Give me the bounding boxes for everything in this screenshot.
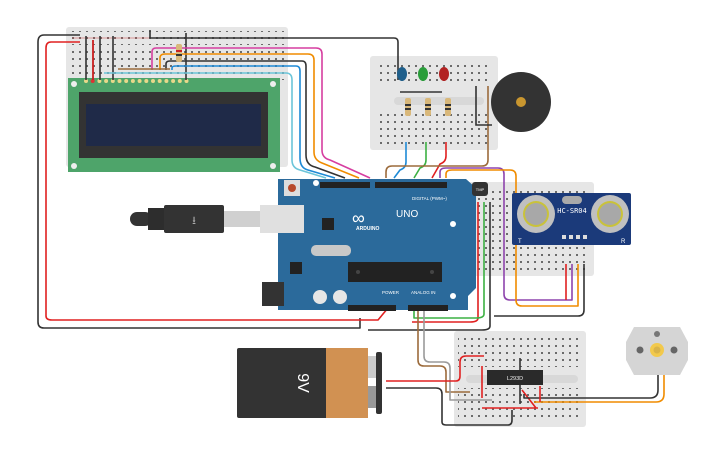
lcd-pin: [151, 79, 155, 83]
resistor-green: [425, 98, 431, 116]
svg-text:R: R: [621, 239, 626, 245]
lcd-pin: [124, 79, 129, 83]
wires: [37, 30, 665, 426]
battery-9v[interactable]: 9V: [237, 348, 382, 418]
resistors: [176, 44, 451, 116]
driver-label: L293D: [507, 376, 523, 382]
lcd-pin: [137, 79, 142, 83]
lcd-pin: [171, 79, 176, 83]
leds: [397, 67, 449, 81]
power-label: POWER: [382, 290, 400, 295]
resistor-blue: [405, 98, 411, 116]
lcd-pin: [117, 79, 122, 83]
lcd-pin: [177, 79, 182, 83]
led-red[interactable]: [439, 67, 449, 81]
resistor-lcd: [176, 44, 182, 62]
dc-motor[interactable]: [626, 327, 688, 375]
lcd-pin: [144, 79, 149, 83]
analog-label: ANALOG IN: [411, 290, 436, 295]
lcd-pin: [110, 79, 115, 83]
digital-label: DIGITAL (PWM~): [412, 196, 447, 201]
arduino-logo-icon: ∞: [352, 208, 365, 228]
lcd-pin: [130, 79, 135, 83]
microcontroller-chip: [348, 262, 442, 282]
led-blue[interactable]: [397, 67, 407, 81]
ultrasonic-sensor[interactable]: HC-SR04 T R: [512, 193, 631, 245]
breadboard-leds: [370, 56, 498, 150]
power-jack: [262, 282, 284, 306]
svg-text:T: T: [518, 239, 522, 245]
piezo-buzzer[interactable]: [475, 72, 551, 132]
lcd-pin: [104, 79, 109, 83]
lcd-pin: [84, 79, 88, 83]
lcd-pin: [164, 79, 169, 83]
crystal: [311, 245, 351, 256]
resistor-red: [445, 98, 451, 116]
ultrasonic-model: HC-SR04: [557, 207, 587, 215]
led-green[interactable]: [418, 67, 428, 81]
temperature-sensor[interactable]: TMP: [472, 182, 488, 196]
motor-driver-ic[interactable]: L293D: [487, 370, 543, 385]
battery-label: 9V: [294, 373, 311, 393]
arduino-uno[interactable]: ∞ UNO ARDUINO DIGITAL (PWM~) POWER ANALO…: [260, 179, 476, 311]
usb-icon: ⭳: [192, 215, 196, 227]
lcd-screen: [86, 104, 261, 146]
usb-cable: ⭳: [130, 205, 260, 233]
svg-text:TMP: TMP: [476, 187, 485, 192]
reset-button: [288, 184, 296, 192]
lcd-display[interactable]: [68, 78, 280, 172]
arduino-brand: ARDUINO: [356, 226, 379, 232]
arduino-model: UNO: [396, 209, 418, 220]
usb-port: [260, 205, 304, 233]
lcd-pin: [157, 79, 162, 83]
